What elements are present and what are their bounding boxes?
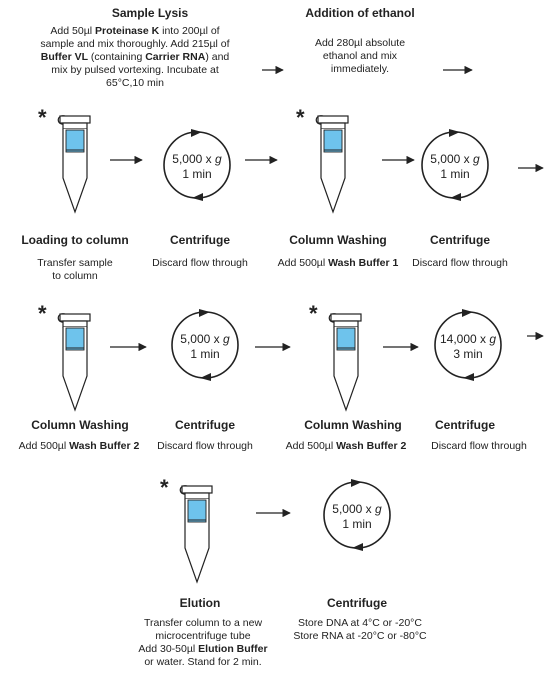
discard-text-3: Discard flow through [157,440,253,452]
asterisk-5: * [160,475,169,500]
centrifuge-title-4: Centrifuge [435,418,495,432]
wash2-text-a: Add 500µl Wash Buffer 2 [18,440,140,452]
asterisk-1: * [38,105,47,130]
ethanol-text: Add 280µl absolute ethanol and mix immed… [314,37,406,75]
lysis-title: Sample Lysis [111,6,189,20]
discard-text-2: Discard flow through [412,257,508,269]
centrifuge-title-2: Centrifuge [430,233,490,247]
centrifuge-title-3: Centrifuge [175,418,235,432]
asterisk-3: * [38,301,47,326]
rotor-1 [163,129,231,201]
storage-text: Store DNA at 4°C or -20°C Store RNA at -… [293,617,427,642]
loading-title: Loading to column [21,233,129,247]
wash2-text-b: Add 500µl Wash Buffer 2 [285,440,407,452]
wash1-text: Add 500µl Wash Buffer 1 [277,257,399,269]
asterisk-4: * [309,301,318,326]
rotor-3 [171,309,239,381]
tube-wash3 [328,313,362,411]
tube-wash2 [57,313,91,411]
elution-text: Transfer column to a new microcentrifuge… [138,617,268,668]
elution-title: Elution [179,596,221,610]
rotor-2 [421,129,489,201]
tube-wash1 [315,115,349,213]
discard-text-1: Discard flow through [152,257,248,269]
asterisk-2: * [296,105,305,130]
rotor-5 [323,479,391,551]
centrifuge-title-1: Centrifuge [170,233,230,247]
column-washing-title-3: Column Washing [304,418,402,432]
ethanol-title: Addition of ethanol [305,6,415,20]
column-washing-title-2: Column Washing [31,418,129,432]
lysis-text: Add 50µl Proteinase K into 200µl of samp… [40,25,230,89]
tube-loading [57,115,91,213]
column-washing-title-1: Column Washing [289,233,387,247]
tube-elution [179,485,213,583]
discard-text-4: Discard flow through [431,440,527,452]
rotor-4 [434,309,502,381]
centrifuge-title-5: Centrifuge [327,596,387,610]
